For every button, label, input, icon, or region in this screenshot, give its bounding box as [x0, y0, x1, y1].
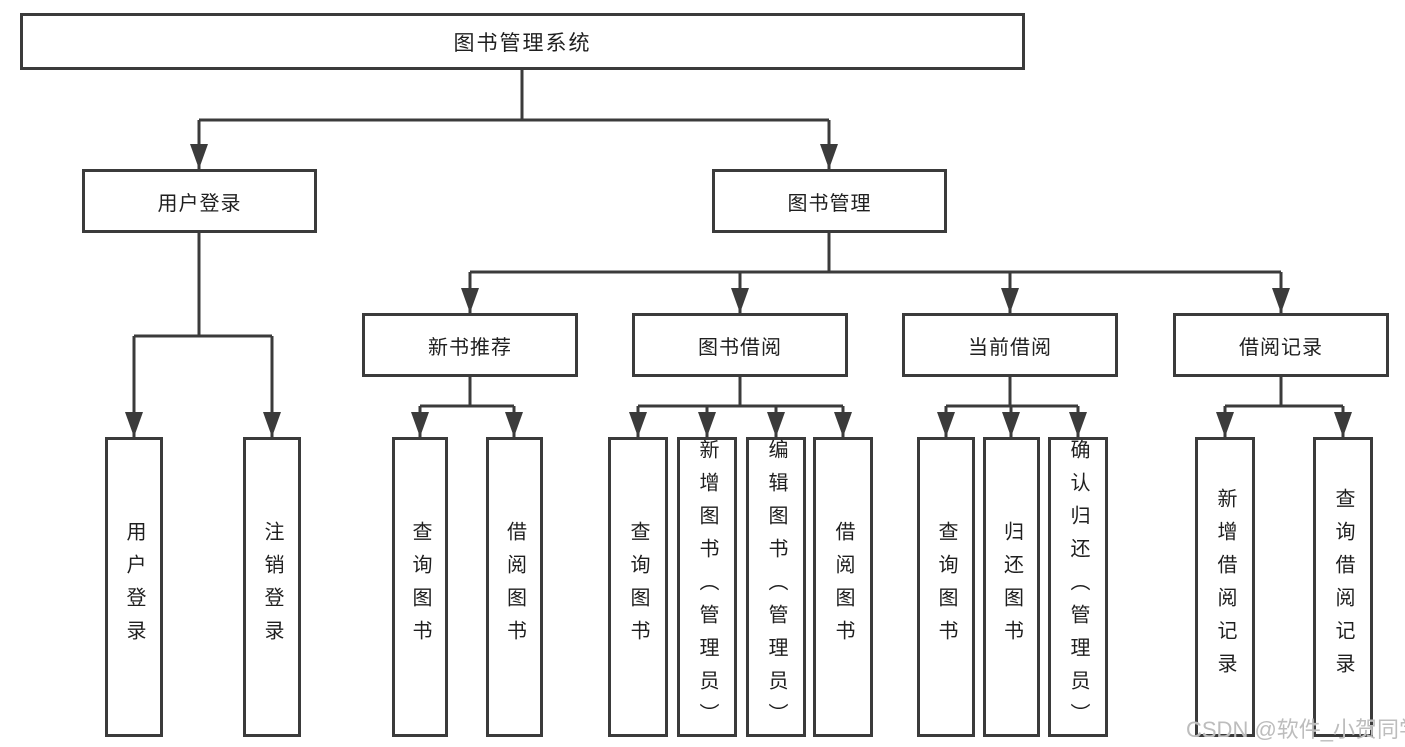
leaf-query-books-current: 查询图书	[917, 437, 975, 737]
leaf-user-login: 用户登录	[105, 437, 163, 737]
node-book-management: 图书管理	[712, 169, 947, 233]
leaf-edit-books-admin: 编辑图书（管理员）	[746, 437, 806, 737]
leaf-add-borrow-record: 新增借阅记录	[1195, 437, 1255, 737]
leaf-borrow-books: 借阅图书	[813, 437, 873, 737]
leaf-query-books-borrow-label: 查询图书	[627, 521, 649, 653]
leaf-query-borrow-record-label: 查询借阅记录	[1332, 488, 1354, 686]
leaf-query-books-recommend-label: 查询图书	[409, 521, 431, 653]
leaf-edit-books-admin-label: 编辑图书（管理员）	[765, 438, 787, 736]
leaf-logout-label: 注销登录	[261, 521, 283, 653]
leaf-confirm-return-admin-label: 确认归还（管理员）	[1067, 438, 1089, 736]
leaf-logout: 注销登录	[243, 437, 301, 737]
leaf-query-books-borrow: 查询图书	[608, 437, 668, 737]
node-user-login: 用户登录	[82, 169, 317, 233]
node-new-book-recommend: 新书推荐	[362, 313, 578, 377]
leaf-add-books-admin-label: 新增图书（管理员）	[696, 438, 718, 736]
node-book-borrow: 图书借阅	[632, 313, 848, 377]
leaf-add-books-admin: 新增图书（管理员）	[677, 437, 737, 737]
node-borrow-records: 借阅记录	[1173, 313, 1389, 377]
leaf-add-borrow-record-label: 新增借阅记录	[1214, 488, 1236, 686]
leaf-query-borrow-record: 查询借阅记录	[1313, 437, 1373, 737]
leaf-return-books-label: 归还图书	[1000, 521, 1023, 653]
leaf-borrow-books-recommend: 借阅图书	[486, 437, 543, 737]
leaf-user-login-label: 用户登录	[123, 521, 145, 653]
csdn-watermark: CSDN @软件_小贺同学	[1186, 717, 1405, 742]
leaf-borrow-books-label: 借阅图书	[832, 521, 854, 653]
leaf-query-books-recommend: 查询图书	[392, 437, 448, 737]
node-current-borrow: 当前借阅	[902, 313, 1118, 377]
leaf-return-books: 归还图书	[983, 437, 1040, 737]
node-library-system: 图书管理系统	[20, 13, 1025, 70]
leaf-confirm-return-admin: 确认归还（管理员）	[1048, 437, 1108, 737]
leaf-query-books-current-label: 查询图书	[935, 521, 957, 653]
leaf-borrow-books-recommend-label: 借阅图书	[503, 521, 526, 653]
